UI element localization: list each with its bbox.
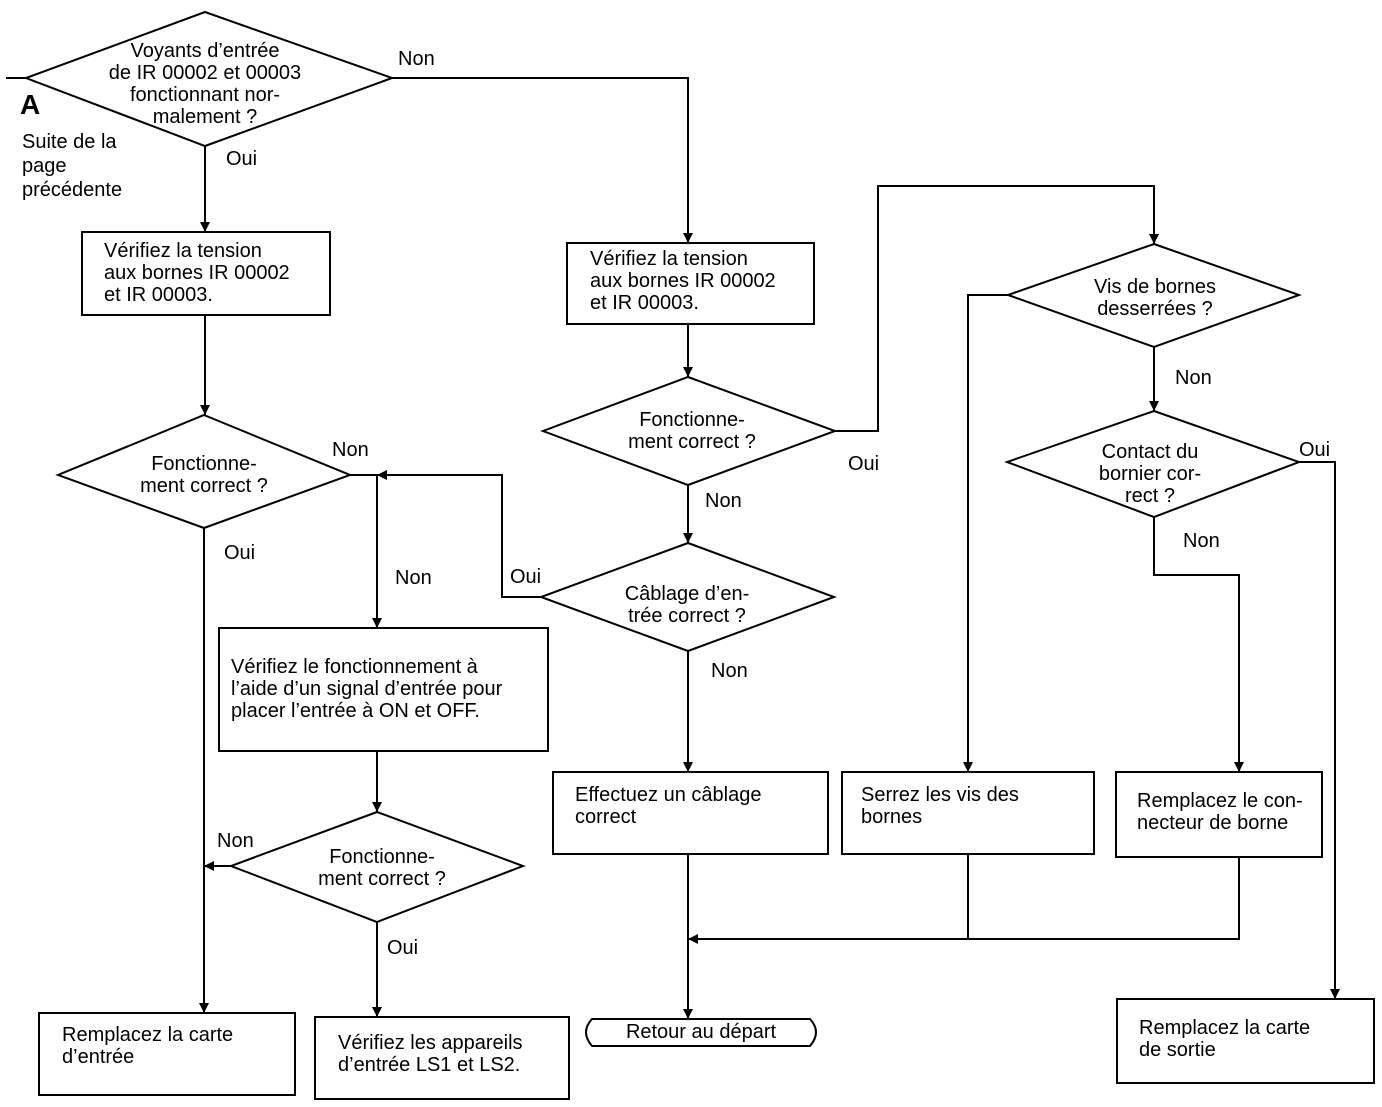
branch-label-d7-no: Non [1183, 530, 1220, 552]
process-p6-shape [1115, 771, 1323, 858]
process-p9-text: Remplacez la carte de sortie [1139, 1017, 1311, 1061]
process-p7-text: Remplacez la carte d’entrée [62, 1024, 234, 1068]
process-p2-text: Vérifiez la tension aux bornes IR 00002 … [590, 248, 776, 314]
decision-d4-text: Câblage d’en- trée correct ? [624, 583, 750, 627]
branch-label-d4-yes: Oui [510, 566, 542, 588]
branch-label-d4-no: Non [711, 660, 748, 682]
terminator-text: Retour au départ [625, 1021, 777, 1043]
branch-label-d2-no-secondary: Non [395, 567, 432, 589]
decision-d3-text: Fonctionne- ment correct ? [628, 409, 756, 453]
connector-d7-p6 [1153, 517, 1244, 772]
process-p7-shape [38, 1012, 296, 1096]
branch-label-d6-no: Non [1175, 367, 1212, 389]
branch-label-d5-yes: Oui [387, 937, 419, 959]
branch-label-d3-yes: Oui [848, 453, 880, 475]
connector-d4-d2 [377, 470, 541, 598]
decision-d7-text: Contact du bornier cor- rect ? [1098, 441, 1202, 507]
process-p4-shape [552, 771, 829, 855]
process-p4-text: Effectuez un câblage correct [575, 784, 762, 828]
branch-label-d2-yes: Oui [224, 542, 256, 564]
process-p5-text: Serrez les vis des bornes [861, 784, 1019, 828]
branch-label-d5-no: Non [217, 830, 254, 852]
terminator-shape [585, 1018, 817, 1047]
branch-label-d2-no: Non [332, 439, 369, 461]
process-p8-text: Vérifiez les appareils d’entrée LS1 et L… [338, 1032, 523, 1076]
connector-d6-p5 [963, 294, 1008, 772]
decision-d2-text: Fonctionne- ment correct ? [140, 453, 268, 497]
decision-d6-text: Vis de bornes desserrées ? [1094, 276, 1216, 320]
process-p8-shape [314, 1016, 570, 1100]
process-p2-shape [566, 242, 815, 325]
process-p1-text: Vérifiez la tension aux bornes IR 00002 … [104, 240, 290, 306]
continuation-note: Suite de la page précédente [22, 131, 123, 201]
connector-p6-join [688, 857, 1240, 944]
connector-marker: A [20, 89, 41, 120]
process-p6-text: Remplacez le con- necteur de borne [1137, 790, 1303, 834]
decision-d1-text: Voyants d’entrée de IR 00002 et 00003 fo… [108, 40, 302, 128]
connector-d2-p3 [350, 474, 382, 628]
connector-d3-d6 [835, 185, 1159, 432]
connector-d1-p2 [392, 77, 693, 243]
branch-label-d1-yes: Oui [226, 148, 258, 170]
process-p9-shape [1116, 998, 1375, 1084]
decision-d5-text: Fonctionne- ment correct ? [318, 846, 446, 890]
branch-label-d3-no: Non [705, 490, 742, 512]
branch-label-d1-no: Non [398, 48, 435, 70]
process-p3-text: Vérifiez le fonctionnement à l’aide d’un… [231, 656, 503, 722]
branch-label-d7-yes: Oui [1299, 439, 1331, 461]
process-p3-shape [218, 627, 549, 752]
connector-d7-p9 [1299, 461, 1340, 999]
